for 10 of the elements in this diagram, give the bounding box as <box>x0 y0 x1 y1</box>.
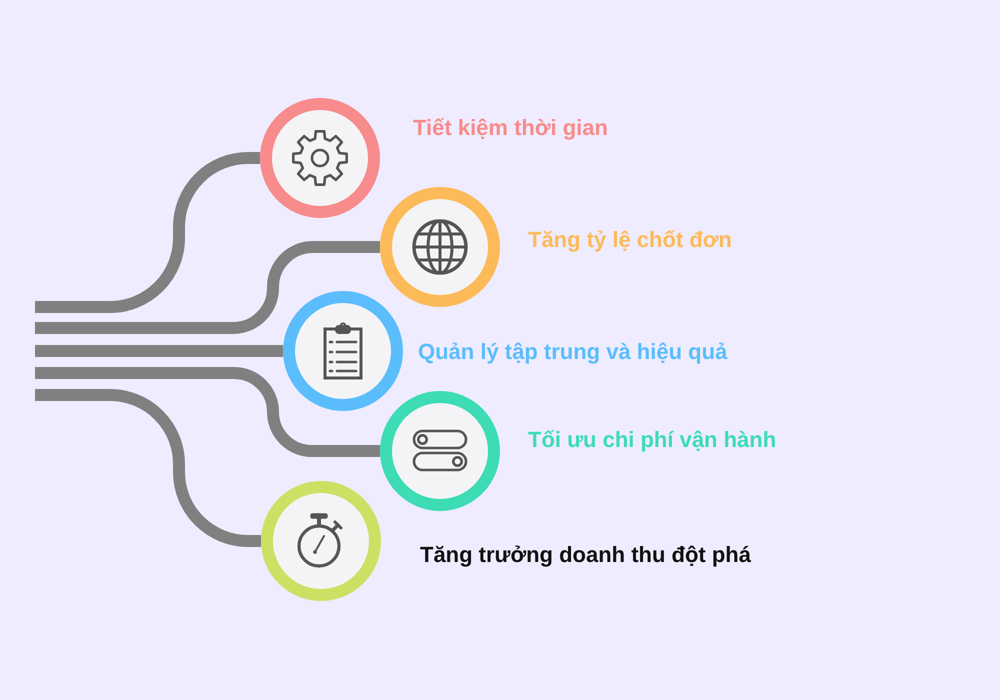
connector-line <box>35 241 380 334</box>
benefit-text: Tăng trưởng doanh thu đột phá <box>420 542 751 568</box>
connector-line <box>35 367 380 457</box>
connector-line <box>35 152 260 313</box>
connector-line <box>35 345 283 357</box>
benefit-text: Tăng tỷ lệ chốt đơn <box>528 227 732 253</box>
connector-line <box>35 389 261 547</box>
benefit-text: Tiết kiệm thời gian <box>413 115 608 141</box>
benefit-text: Tối ưu chi phí vận hành <box>528 427 776 453</box>
benefit-text: Quản lý tập trung và hiệu quả <box>418 339 728 365</box>
